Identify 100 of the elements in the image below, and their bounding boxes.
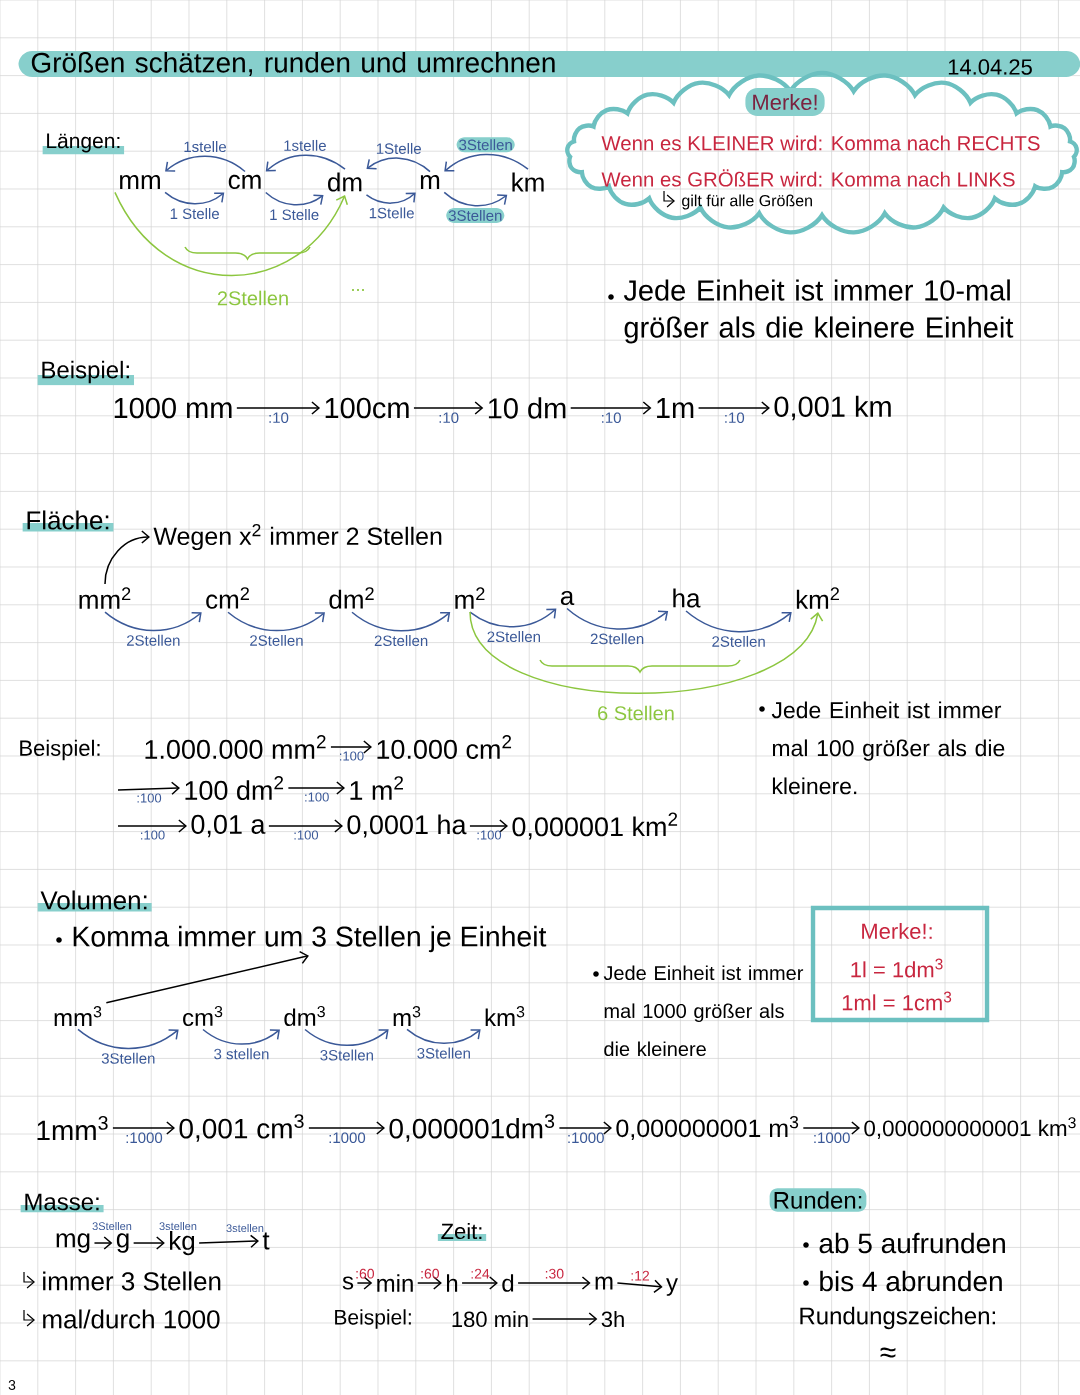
edge-label: :100 [340, 751, 364, 761]
edge-label: :1000 [568, 1132, 604, 1144]
unit-label: m [420, 175, 440, 189]
bullet-text: Komma immer um 3 Stellen je Einheit [73, 925, 547, 953]
section-heading: Volumen: [37, 890, 152, 912]
value-label: 0,000000001 m$^{3}$ [616, 1115, 799, 1141]
date-text: 14.04.25 [948, 59, 1032, 75]
edge-label: :60 [356, 1268, 375, 1279]
edge-label: 6 Stellen [598, 705, 674, 721]
edge-label: 1 Stelle [170, 208, 219, 220]
value-label: 100cm [325, 397, 409, 419]
unit-label: mm$^{2}$ [79, 587, 131, 609]
approx-sign: ≈ [880, 1347, 896, 1358]
section-heading: Zeit: [437, 1222, 487, 1242]
edge-label: 3stellen [159, 1222, 197, 1231]
edge-label: 1stelle [284, 139, 326, 151]
value-label: 3h [601, 1310, 624, 1328]
unit-label: cm$^{2}$ [206, 587, 249, 609]
value-label: 0,000001dm$^{3}$ [389, 1114, 555, 1142]
edge-label: 3Stellen [320, 1049, 373, 1061]
heading: Merke! [745, 87, 825, 117]
edge-label: 2Stellen [374, 635, 428, 647]
page-number: 3 [8, 1380, 16, 1390]
section-heading: Längen: [42, 133, 125, 155]
value-label: 100 dm$^{2}$ [185, 776, 284, 800]
value-label: 10.000 cm$^{2}$ [377, 735, 512, 759]
edge-label: :1000 [814, 1132, 850, 1144]
unit-label: mg [56, 1233, 90, 1253]
unit-label: y [666, 1278, 678, 1296]
unit-label: min [377, 1274, 413, 1292]
section-heading: Masse: [20, 1193, 104, 1213]
section-heading: Beispiel: [20, 739, 100, 761]
edge-label: 1 Stelle [270, 209, 319, 221]
unit-label: m$^{3}$ [393, 1006, 421, 1026]
edge-label: :30 [545, 1268, 564, 1279]
value-label: 1000 mm [114, 397, 232, 419]
rule-text: Wenn es GRÖßER wird: Komma nach LINKS [601, 169, 1015, 187]
unit-label: km$^{2}$ [796, 587, 839, 609]
edge-label: :1000 [329, 1132, 366, 1144]
edge-label: 3stellen [226, 1224, 264, 1233]
edge-label: :100 [294, 830, 319, 840]
edge-label: :100 [477, 830, 502, 840]
edge-label: :1000 [126, 1132, 163, 1144]
unit-label: mm$^{3}$ [54, 1006, 102, 1026]
unit-label: m [595, 1276, 613, 1290]
edge-label: 2Stellen [712, 635, 765, 647]
section-heading: Beispiel: [335, 1309, 411, 1329]
note-text: Wegen x$^{2}$ immer 2 Stellen [153, 523, 442, 551]
unit-label: cm [228, 174, 261, 190]
heading: Merke!: [862, 922, 932, 940]
rule-text: 1l = 1dm$^{3}$ [851, 958, 943, 978]
value-label: 1 m$^{2}$ [350, 776, 403, 800]
unit-label: dm$^{2}$ [329, 587, 374, 609]
unit-label: mm [120, 175, 160, 189]
note-text: immer 3 Stellen [43, 1271, 221, 1291]
edge-label: 2Stellen [590, 633, 644, 645]
edge-label: 3Stellen [417, 1047, 470, 1059]
value-label: 1m [657, 398, 694, 418]
edge-label: 1Stelle [369, 207, 414, 219]
rule-text: Wenn es KLEINER wird: Komma nach RECHTS [601, 135, 1040, 151]
bullet-text: bis 4 abrunden [820, 1270, 1002, 1292]
edge-label: 2Stellen [487, 631, 540, 643]
value-label: 0,000000000001 km$^{3}$ [864, 1117, 1076, 1139]
bullet-text: Jede Einheit ist immer mal 100 größer als die kleinere. [771, 701, 1005, 795]
edge-label: 2Stellen [217, 290, 288, 306]
unit-label: ha [673, 588, 701, 608]
note-text: mal/durch 1000 [43, 1309, 220, 1329]
edge-label: :100 [305, 792, 329, 802]
bullet-text: Jede Einheit ist immer 10-mal größer als die kleinere Einheit [623, 279, 1014, 344]
unit-label: a [560, 590, 575, 606]
value-label: 1.000.000 mm$^{2}$ [145, 735, 326, 759]
edge-label: 3 stellen [214, 1048, 269, 1060]
bullet-text: Jede Einheit ist immer mal 1000 größer als die kleinere [603, 965, 804, 1057]
unit-label: cm$^{3}$ [183, 1005, 223, 1027]
edge-label: :12 [631, 1270, 650, 1281]
edge-label: :100 [141, 830, 165, 840]
unit-label: h [447, 1274, 458, 1292]
value-label: 0,01 a [191, 814, 266, 838]
ellipsis-text: ... [352, 289, 364, 291]
unit-label: m$^{2}$ [455, 587, 485, 609]
value-label: 0,000001 km$^{2}$ [512, 812, 678, 840]
edge-label: 1stelle [184, 141, 226, 153]
value-label: 0,001 km [774, 395, 891, 421]
edge-label: :10 [725, 412, 745, 424]
value-label: 1mm$^{3}$ [37, 1115, 108, 1141]
rule-text: 1ml = 1cm$^{3}$ [842, 991, 952, 1011]
edge-label: :10 [602, 412, 621, 424]
edge-label: :100 [137, 793, 162, 803]
value-label: 180 min [452, 1310, 528, 1328]
section-heading: Fläche: [22, 510, 114, 532]
edge-label: 3Stellen [456, 137, 515, 153]
unit-label: dm [328, 172, 362, 192]
section-heading: Runden: [769, 1188, 867, 1212]
unit-label: km$^{3}$ [485, 1006, 525, 1026]
edge-label: 1Stelle [376, 142, 421, 154]
edge-label: :60 [421, 1268, 440, 1279]
value-label: 0,001 cm$^{3}$ [179, 1114, 304, 1142]
edge-label: 3Stellen [92, 1222, 132, 1231]
edge-label: 3Stellen [101, 1052, 155, 1064]
value-label: 0,0001 ha [347, 814, 467, 838]
